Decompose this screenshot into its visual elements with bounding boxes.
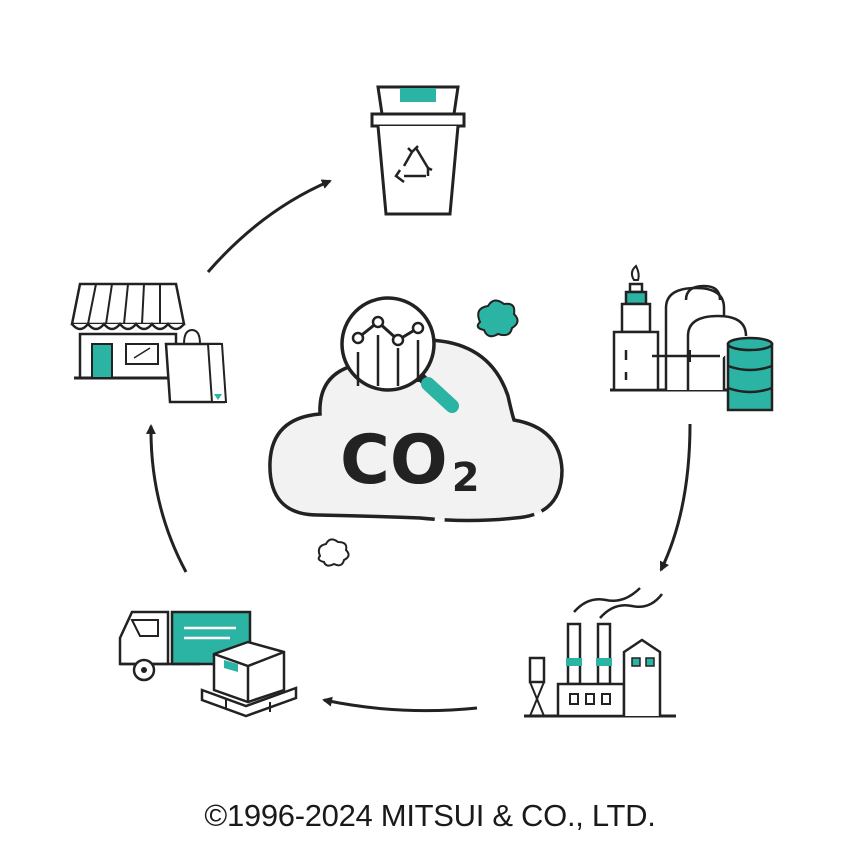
cycle-arrow-truck-to-store (145, 424, 188, 573)
factory-icon (524, 587, 676, 718)
refinery-icon (610, 264, 774, 412)
magnifier-chart-icon (340, 296, 459, 413)
cycle-arrow-refinery-to-factory (659, 423, 692, 572)
teal-puff-icon (476, 299, 519, 338)
delivery-truck-icon (118, 610, 298, 718)
co2-label-sub: 2 (452, 455, 480, 501)
co2-label-main: CO (340, 421, 448, 500)
recycle-bin-icon (370, 85, 466, 216)
cycle-arrow-factory-to-truck (322, 696, 478, 713)
small-puff-icon (317, 538, 350, 567)
store-icon (70, 282, 228, 404)
cycle-arrow-store-to-bin (206, 179, 332, 273)
copyright-text: ©1996-2024 MITSUI & CO., LTD. (204, 798, 656, 833)
